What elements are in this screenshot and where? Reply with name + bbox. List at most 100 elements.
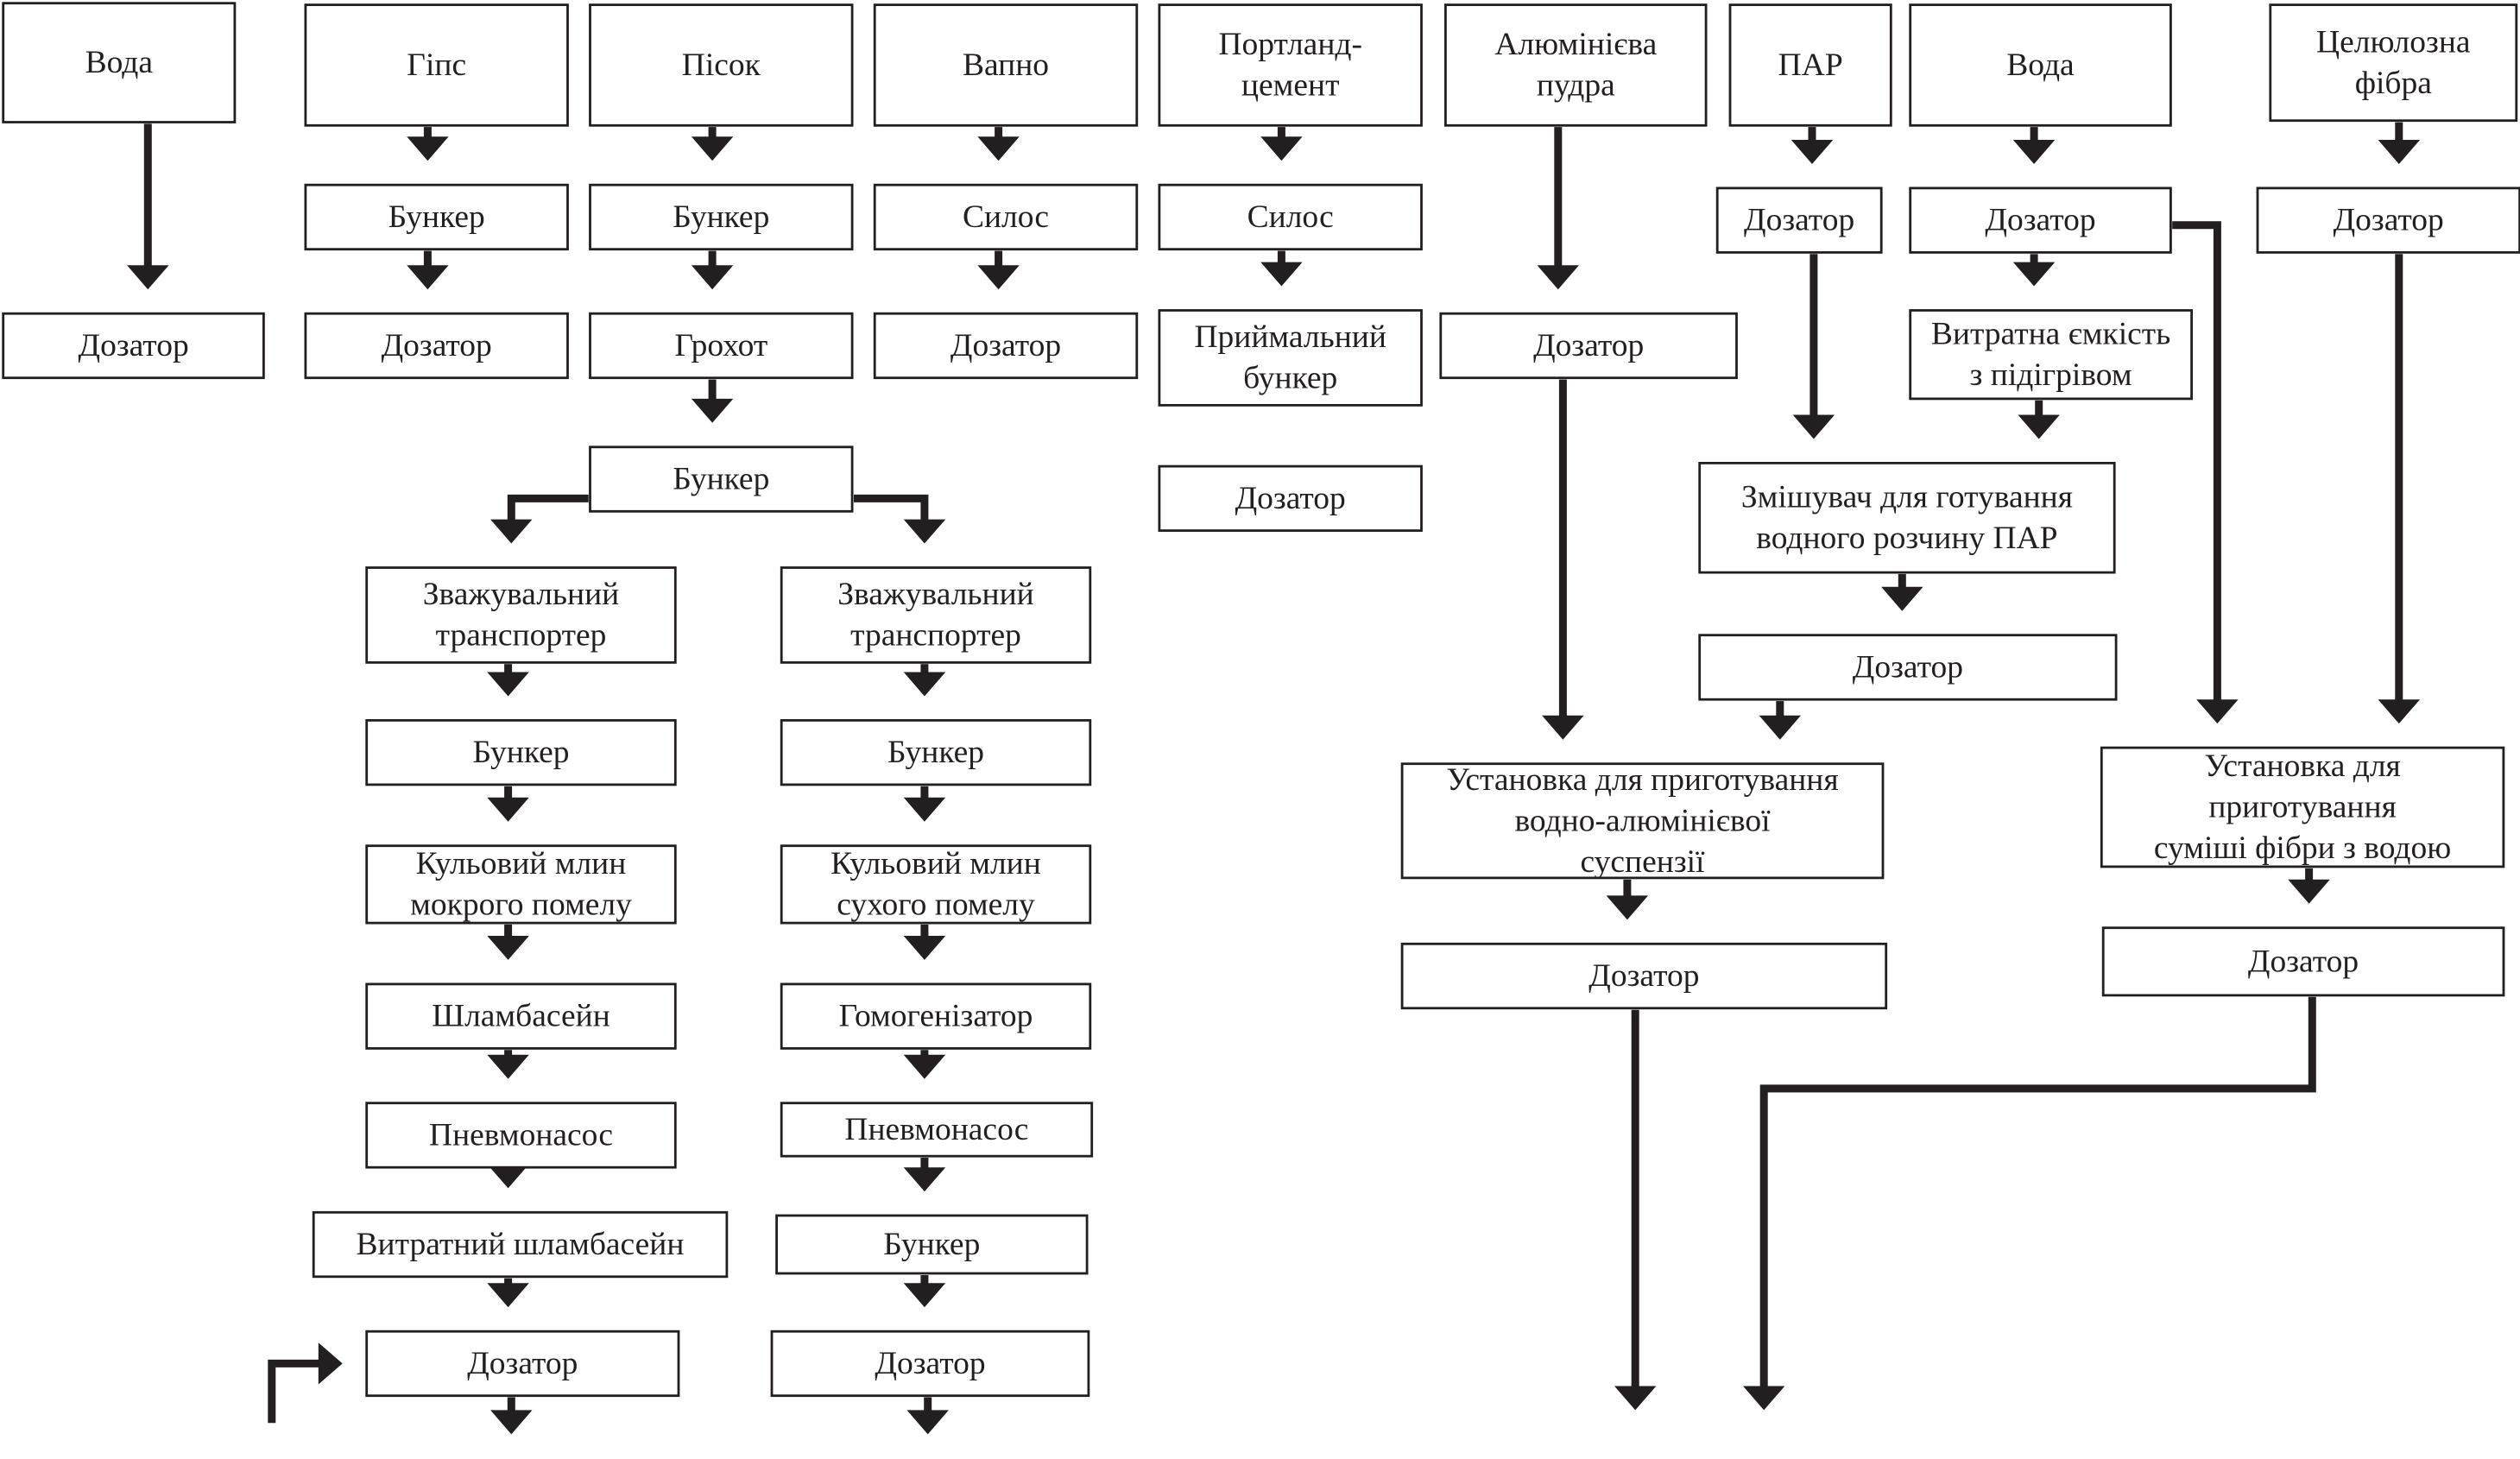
n-tank-label-2: з підігрівом [1970, 357, 2132, 393]
n-r-bunker2-box: Бункер [775, 1214, 1089, 1275]
n-par-doz-frame [1715, 186, 1883, 254]
n-l-pnevmonasos-label-1: Пневмонасос [429, 1117, 613, 1153]
e-mixer-al-arrowhead [1759, 715, 1801, 740]
n-fiber-unit-frame [2100, 746, 2505, 868]
e-r-2-connector [903, 786, 946, 822]
e-pisok-1-connector [691, 127, 734, 161]
n-r-transporter-label-1: Зважувальний [837, 577, 1034, 612]
e-l-out-arrowhead [490, 1410, 533, 1435]
n-l-bunker-box: Бункер [365, 719, 677, 786]
n-r-transporter-frame [780, 566, 1092, 664]
e-gips-1-arrowhead [407, 136, 449, 161]
e-l-out-connector [490, 1397, 533, 1435]
e-r-4-connector [903, 1050, 946, 1079]
n-vapno-label-1: Вапно [963, 47, 1049, 83]
n-tank-frame [1909, 309, 2193, 401]
n-al-doz-frame [1439, 312, 1738, 380]
n-al-powder-frame [1444, 3, 1708, 127]
n-cement-bunker-label-1: Приймальний [1194, 319, 1386, 355]
e-al-1-connector [1537, 127, 1579, 290]
n-water1-frame [2, 2, 237, 123]
n-r-doz-frame [770, 1330, 1090, 1398]
e-vapno-2-arrowhead [977, 265, 1020, 290]
e-r-2-arrowhead [903, 797, 946, 822]
e-al-3-arrowhead [1606, 895, 1649, 920]
n-shlambasein-frame [365, 982, 677, 1050]
n-r-doz-label-1: Дозатор [875, 1346, 985, 1381]
n-vapno-silos-label-1: Силос [963, 199, 1049, 235]
e-mixer-doz-arrowhead [1881, 586, 1923, 611]
n-pisok-bunker-box: Бункер [589, 183, 854, 251]
e-mixer-doz-connector [1881, 573, 1923, 611]
e-l-1-connector [487, 664, 529, 697]
n-vytr-shlambasein-label-1: Витратний шламбасейн [357, 1227, 685, 1262]
n-grokhot-frame [589, 312, 854, 380]
n-cement-label-1: Портланд- [1218, 27, 1362, 62]
e-al-out-connector [1614, 1009, 1657, 1411]
n-gomogenizator-frame [780, 982, 1092, 1050]
n-cement-bunker-frame [1158, 309, 1423, 407]
e-water1-arrowhead [127, 265, 169, 290]
n-r-pnevmonasos-frame [780, 1102, 1094, 1158]
n-vytr-shlambasein-frame [312, 1210, 729, 1279]
e-gips-2-connector [407, 250, 449, 290]
n-mixer-frame [1698, 462, 2116, 574]
e-gips-2-arrowhead [407, 265, 449, 290]
n-vapno-doz-frame [873, 312, 1139, 380]
e-cement-2-arrowhead [1260, 262, 1303, 287]
e-split-left-arrowhead [490, 519, 533, 544]
n-fiber-doz-frame [2256, 186, 2520, 254]
n-r-mill-label-2: сухого помелу [837, 887, 1035, 923]
e-fiber-out-line [1759, 996, 2316, 1390]
e-cement-2-connector [1260, 250, 1303, 287]
n-grokhot-box: Грохот [589, 312, 854, 380]
e-vapno-1-connector [977, 127, 1020, 161]
n-cement-silos-label-1: Силос [1247, 199, 1334, 235]
n-vapno-silos-box: Силос [873, 183, 1139, 251]
e-l-6-arrowhead [487, 1283, 529, 1308]
e-water2-1-connector [2012, 127, 2056, 164]
e-tank-mixer-arrowhead [2018, 414, 2060, 439]
n-l-mill-label-2: мокрого помелу [410, 887, 632, 923]
n-water2-doz-label-1: Дозатор [1985, 203, 2095, 238]
n-cement-doz-box: Дозатор [1158, 464, 1423, 532]
n-fiber-unit-label-2: приготування [2208, 790, 2396, 825]
n-al-powder-label-2: пудра [1537, 68, 1615, 104]
n-al-unit-box: Установка для приготуванняводно-алюмініє… [1400, 762, 1885, 880]
e-split-left-connector [490, 494, 589, 544]
e-l-3-arrowhead [487, 936, 529, 960]
n-l-bunker-frame [365, 719, 677, 786]
n-cement-doz-label-1: Дозатор [1235, 481, 1346, 516]
n-al-unit-label-1: Установка для приготування [1446, 762, 1838, 798]
e-water1-connector [127, 123, 169, 290]
e-r-3-arrowhead [903, 936, 946, 960]
n-l-mill-label-1: Кульовий млин [416, 846, 627, 881]
e-r-out-connector [906, 1397, 949, 1435]
e-mixer-al-connector [1759, 701, 1801, 740]
e-pisok-3-connector [691, 379, 734, 423]
n-par-box: ПАР [1728, 3, 1892, 127]
e-split-right-arrowhead [903, 519, 946, 544]
e-l-return-connector [268, 1342, 343, 1424]
n-gips-doz-box: Дозатор [304, 312, 569, 380]
n-r-bunker2-frame [775, 1214, 1089, 1275]
e-r-1-arrowhead [903, 672, 946, 697]
e-fiber-out-connector [1743, 996, 2316, 1411]
e-water2-fiber-line [2172, 221, 2221, 703]
n-fiber-unit-doz-label-1: Дозатор [2248, 944, 2359, 979]
e-al-2-arrowhead [1542, 715, 1584, 740]
n-r-pnevmonasos-box: Пневмонасос [780, 1102, 1094, 1158]
n-fiber-frame [2269, 3, 2518, 123]
n-mixer-label-1: Змішувач для готування [1741, 480, 2073, 515]
e-fiber-1-arrowhead [2378, 140, 2421, 164]
n-l-mill-frame [365, 844, 677, 925]
n-pisok-bunker-frame [589, 183, 854, 251]
n-r-mill-frame [780, 844, 1092, 925]
n-grokhot-label-1: Грохот [674, 328, 767, 363]
e-par-1-connector [1791, 127, 1834, 164]
